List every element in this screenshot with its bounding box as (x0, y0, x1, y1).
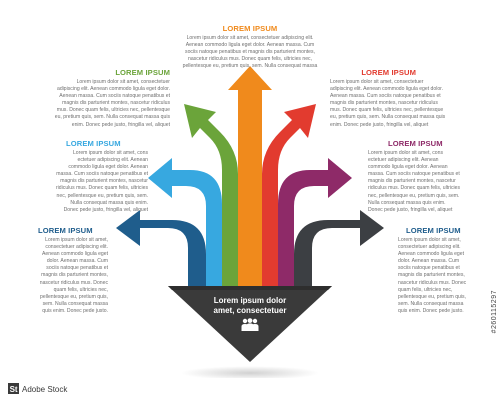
block-low-right: LOREM IPSUM Lorem ipsum dolor sit amet, … (398, 226, 488, 315)
arrow-light-blue (148, 158, 222, 290)
stock-id: #260115297 (491, 290, 498, 334)
block-mid-right-body: Lorem ipsum dolor sit amet, cons ectetue… (368, 150, 461, 213)
block-mid-left-body: Lorem ipsum dolor sit amet, cons ectetue… (55, 150, 148, 213)
svg-text:St: St (10, 385, 18, 394)
block-upper-left: LOREM IPSUM Lorem ipsum dolor sit amet, … (40, 68, 170, 129)
base-top-edge (168, 286, 332, 290)
adobe-stock-logo-icon: St Adobe Stock (8, 383, 68, 394)
block-low-left-body: Lorem ipsum dolor sit amet, consectetuer… (39, 237, 108, 314)
people-icon (241, 318, 259, 331)
block-low-right-body: Lorem ipsum dolor sit amet, consectetuer… (398, 237, 467, 314)
block-upper-right-body: Lorem ipsum dolor sit amet, consectetuer… (330, 79, 446, 128)
arrow-purple (278, 158, 352, 290)
stock-footer (0, 378, 500, 402)
block-top-body: Lorem ipsum dolor sit amet, consectetuer… (182, 35, 318, 70)
block-mid-left-title: LOREM IPSUM (66, 139, 121, 148)
arrow-orange (228, 66, 272, 290)
block-top: LOREM IPSUM Lorem ipsum dolor sit amet, … (175, 24, 325, 70)
stock-logo: St Adobe Stock (8, 382, 68, 396)
arrow-green (184, 104, 238, 290)
block-mid-right-title: LOREM IPSUM (388, 139, 443, 148)
svg-text:Adobe Stock: Adobe Stock (22, 385, 68, 394)
block-mid-right: LOREM IPSUM Lorem ipsum dolor sit amet, … (368, 139, 478, 214)
arrow-dark-blue (116, 210, 206, 290)
block-low-left: LOREM IPSUM Lorem ipsum dolor sit amet, … (18, 226, 108, 315)
block-upper-right-title: LOREM IPSUM (361, 68, 416, 77)
block-upper-left-title: LOREM IPSUM (115, 68, 170, 77)
arrow-dark-gray (294, 210, 384, 290)
block-top-title: LOREM IPSUM (222, 24, 278, 33)
block-upper-left-body: Lorem ipsum dolor sit amet, consectetuer… (54, 79, 170, 128)
block-mid-left: LOREM IPSUM Lorem ipsum dolor sit amet, … (30, 139, 148, 214)
block-low-right-title: LOREM IPSUM (406, 226, 461, 235)
block-low-left-title: LOREM IPSUM (38, 226, 93, 235)
drop-shadow (180, 366, 320, 380)
arrow-red (262, 104, 316, 290)
base-caption: Lorem ipsum dolor amet, consectetuer (213, 296, 287, 315)
block-upper-right: LOREM IPSUM Lorem ipsum dolor sit amet, … (330, 68, 460, 129)
